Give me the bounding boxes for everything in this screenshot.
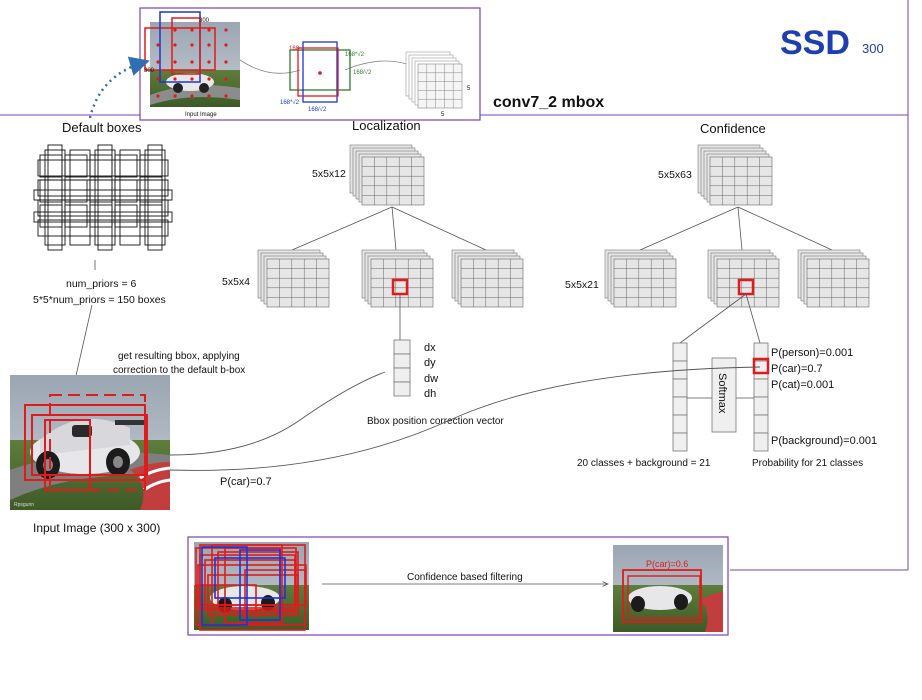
pcar-label: P(car)=0.7	[220, 476, 272, 488]
loc-input-shape: 5x5x12	[312, 168, 346, 180]
title-default-boxes: Default boxes	[62, 120, 142, 135]
loc-input-stack	[349, 144, 425, 206]
ssd-logo-sub: 300	[862, 41, 884, 56]
loc-stack-left	[257, 249, 330, 308]
classes-caption: 20 classes + background = 21	[577, 458, 711, 469]
subtitle: conv7_2 mbox	[493, 94, 604, 111]
title-confidence: Confidence	[700, 121, 766, 136]
prob-caption: Probability for 21 classes	[752, 458, 863, 469]
input-image-watermark: Rpsgunn	[14, 502, 34, 508]
link-boxes-image	[74, 304, 93, 381]
vector-caption: Bbox position correction vector	[367, 416, 504, 427]
loc-vector	[393, 339, 411, 397]
conf-stack-mid	[707, 249, 780, 308]
bottom-right-image	[613, 545, 723, 632]
bbox-note-2: correction to the default b-box	[113, 365, 245, 376]
result-label: P(car)=0.6	[646, 559, 688, 569]
inset-size-left: 300	[144, 68, 155, 74]
vec-dy: dy	[424, 357, 436, 369]
input-image: Rpsgunn	[10, 375, 171, 510]
inset-grid-5-bottom: 5	[441, 112, 445, 118]
inset-red-box	[297, 47, 339, 97]
inset-dim-168-sqrt2-b: 168*√2	[280, 99, 300, 106]
default-boxes-grid	[33, 144, 173, 251]
conf-stack-left	[604, 249, 677, 308]
input-image-caption: Input Image (300 x 300)	[33, 521, 160, 535]
loc-stack-mid	[361, 249, 434, 308]
prob-car: P(car)=0.7	[771, 363, 823, 375]
inset-green-box	[289, 49, 351, 91]
softmax-label: Softmax	[716, 373, 728, 414]
top-inset: 300 300 Input Image 168 168*√2 168/√2 16…	[139, 7, 481, 121]
inset-dim-168-over-sqrt2-a: 168/√2	[353, 69, 372, 76]
loc-tree-lines	[291, 206, 487, 251]
conf-input-shape: 5x5x63	[658, 169, 692, 181]
total-boxes: 5*5*num_priors = 150 boxes	[33, 294, 166, 306]
inset-grid-5-right: 5	[467, 86, 471, 92]
filter-label: Confidence based filtering	[407, 572, 523, 583]
prob-background: P(background)=0.001	[771, 435, 877, 447]
inset-dim-168-over-sqrt2-b: 168/√2	[308, 106, 327, 113]
pcar-highlight	[752, 357, 770, 375]
vec-dh: dh	[424, 388, 436, 400]
inset-caption: Input Image	[185, 112, 217, 118]
curve-bbox-to-image	[169, 371, 386, 456]
inset-connector-1	[239, 59, 301, 74]
inset-connector-2	[344, 60, 411, 71]
prob-cat: P(cat)=0.001	[771, 379, 834, 391]
inset-grid-stack	[405, 51, 463, 109]
conf-tree-lines	[639, 206, 833, 251]
loc-split-shape: 5x5x4	[222, 276, 250, 288]
conf-prob-vector	[753, 342, 769, 452]
conf-stack-right	[797, 249, 870, 308]
curve-pcar-to-image	[169, 366, 761, 471]
conf-split-shape: 5x5x21	[565, 279, 599, 291]
bottom-left-image	[194, 542, 309, 631]
vec-dw: dw	[424, 373, 438, 385]
title-localization: Localization	[352, 118, 421, 133]
bottom-panel: Confidence based filtering P(car)=0.6	[187, 536, 729, 636]
vec-dx: dx	[424, 342, 436, 354]
num-priors: num_priors = 6	[66, 278, 136, 290]
inset-dim-168-sqrt2-a: 168*√2	[345, 51, 365, 58]
ssd-logo: SSD	[780, 24, 850, 62]
inset-dim-168: 168	[289, 46, 300, 52]
inset-center-dot	[318, 71, 322, 75]
conf-class-vector	[672, 342, 688, 452]
loc-stack-right	[451, 249, 524, 308]
top-inset-image	[144, 11, 240, 107]
softmax-box	[711, 357, 737, 433]
bbox-note-1: get resulting bbox, applying	[118, 351, 240, 362]
prob-person: P(person)=0.001	[771, 347, 853, 359]
inset-link-arrow	[88, 56, 150, 119]
inset-blue-box	[302, 41, 338, 103]
inset-size-top: 300	[199, 18, 210, 24]
conf-input-stack	[697, 144, 773, 206]
